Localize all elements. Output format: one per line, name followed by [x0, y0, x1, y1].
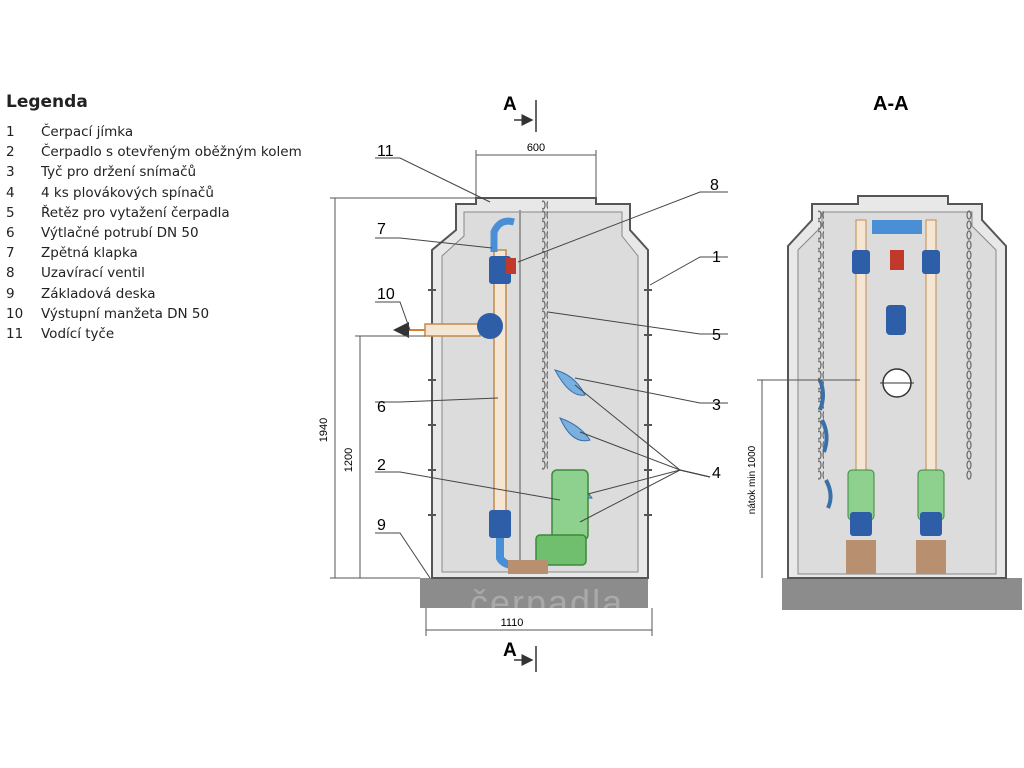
- float-switch: [818, 379, 825, 411]
- pump-coupling: [920, 512, 942, 536]
- callout-4: 4: [712, 465, 721, 482]
- check-valve: [886, 305, 906, 335]
- legend-item-number: 6: [6, 225, 15, 242]
- pump-motor: [551, 469, 589, 541]
- dim-base-width: 1110: [501, 617, 524, 629]
- pump-coupling: [850, 512, 872, 536]
- base-plate: [420, 578, 648, 608]
- legend-list: 1 Čerpací jímka 2 Čerpadlo s otevřeným obě…: [6, 122, 346, 344]
- sump-side-view: [393, 197, 652, 608]
- legend-item-number: 1: [6, 124, 15, 140]
- legend-item-number: 11: [6, 326, 24, 343]
- float-switch: [554, 369, 586, 396]
- callout-8: 8: [710, 177, 719, 194]
- outlet-coupling: [477, 313, 503, 339]
- legend-item-number: 5: [6, 204, 15, 221]
- dim-top-width: 600: [527, 142, 545, 154]
- watermark: čerpadla: [470, 582, 624, 623]
- shutoff-valve: [890, 250, 904, 270]
- callout-1: 1: [712, 249, 721, 266]
- legend-item: 4 4 ks plovákových spínačů: [6, 183, 346, 203]
- pump-foot: [916, 540, 946, 574]
- legend-item-number: 8: [6, 265, 15, 282]
- legend-item-text: 4 ks plovákových spínačů: [41, 184, 214, 201]
- float-switch: [824, 479, 833, 509]
- pump-foot: [508, 560, 548, 574]
- float-switch: [820, 419, 829, 453]
- legend-item-number: 7: [6, 245, 15, 262]
- pump-foot: [846, 540, 876, 574]
- lifting-chain: [818, 210, 824, 480]
- sump-section-view: [782, 195, 1022, 610]
- legend-item-text: Tyč pro držení snímačů: [41, 164, 197, 181]
- callout-5: 5: [712, 327, 721, 344]
- pipe-coupling-lower: [489, 510, 511, 538]
- legend-item: 10 Výstupní manžeta DN 50: [6, 304, 346, 324]
- legend-item: 3 Tyč pro držení snímačů: [6, 162, 346, 182]
- section-title: A-A: [873, 93, 909, 115]
- float-switch: [559, 417, 591, 442]
- lifting-chain: [542, 200, 548, 470]
- callout-11: 11: [377, 143, 394, 160]
- legend-item: 6 Výtlačné potrubí DN 50: [6, 223, 346, 243]
- legend-item-number: 2: [6, 144, 15, 161]
- sump-cavity: [441, 211, 639, 573]
- legend: Legenda 1 Čerpací jímka 2 Čerpadlo s otevř…: [6, 92, 346, 344]
- legend-item: 9 Základová deska: [6, 284, 346, 304]
- discharge-pipe: [493, 249, 507, 516]
- legend-item-number: 3: [6, 164, 15, 181]
- dim-outlet-height: 1200: [343, 448, 355, 472]
- legend-item: 8 Uzavírací ventil: [6, 263, 346, 283]
- callout-leaders: [375, 157, 728, 579]
- callout-3: 3: [712, 397, 721, 414]
- legend-item-number: 4: [6, 184, 15, 201]
- legend-item-text: Výtlačné potrubí DN 50: [41, 225, 199, 242]
- lifting-chain: [966, 210, 972, 480]
- callout-7: 7: [377, 221, 386, 238]
- pipe-coupling: [922, 250, 940, 274]
- outlet-sleeve: [424, 323, 481, 337]
- legend-item-text: Výstupní manžeta DN 50: [41, 305, 210, 322]
- dim-total-height: 1940: [318, 418, 330, 442]
- dim-inflow-min: nátok min 1000: [747, 445, 758, 514]
- manifold: [872, 220, 922, 234]
- section-marker-top: A: [503, 94, 517, 115]
- legend-item: 7 Zpětná klapka: [6, 243, 346, 263]
- legend-item-text: Řetěz pro vytažení čerpadla: [41, 204, 230, 221]
- legend-item-text: Čerpadlo s otevřeným oběžným kolem: [41, 144, 302, 161]
- legend-item: 1 Čerpací jímka: [6, 122, 346, 142]
- callout-9: 9: [377, 517, 386, 534]
- legend-item-text: Vodící tyče: [41, 326, 115, 343]
- dimension-lines: [330, 150, 653, 636]
- pipe-coupling: [852, 250, 870, 274]
- legend-item-number: 10: [6, 305, 24, 322]
- pump-volute: [535, 534, 587, 566]
- legend-item-text: Zpětná klapka: [41, 245, 138, 262]
- legend-item: 2 Čerpadlo s otevřeným oběžným kolem: [6, 142, 346, 162]
- legend-title: Legenda: [6, 92, 88, 112]
- legend-item-text: Uzavírací ventil: [41, 265, 145, 282]
- callout-6: 6: [377, 399, 386, 416]
- section-marker-bottom: A: [503, 640, 517, 661]
- callout-2: 2: [377, 457, 386, 474]
- check-valve: [489, 256, 511, 284]
- legend-item: 11 Vodící tyče: [6, 324, 346, 344]
- legend-item-text: Čerpací jímka: [41, 124, 134, 140]
- pipe-bend-top: [490, 217, 515, 252]
- legend-item-number: 9: [6, 285, 15, 302]
- callout-10: 10: [377, 286, 395, 303]
- shutoff-valve: [506, 258, 516, 274]
- base-plate: [782, 578, 1022, 610]
- legend-item: 5 Řetěz pro vytažení čerpadla: [6, 203, 346, 223]
- legend-item-text: Základová deska: [41, 285, 156, 302]
